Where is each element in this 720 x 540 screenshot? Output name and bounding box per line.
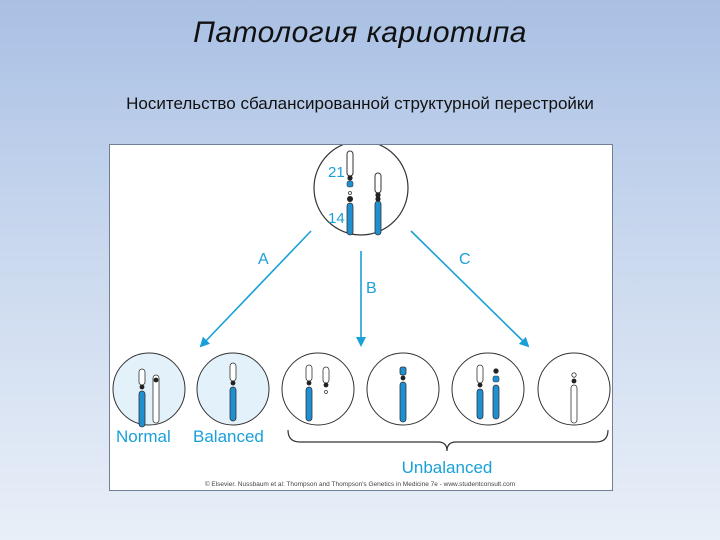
slide-subtitle: Носительство сбалансированной структурно… [126,94,594,113]
figure-credit: © Elsevier. Nussbaum et al: Thompson and… [205,480,515,488]
gamete-balanced [196,352,270,426]
arrow-label-c: C [459,251,471,268]
arrow-c [410,230,530,348]
label-14: 14 [328,210,345,227]
gamete-unbalanced-1 [281,352,355,426]
arrow-label-b: B [366,280,377,297]
unbalanced-bracket [287,429,609,452]
outcome-unbalanced: Unbalanced [402,458,493,477]
arrow-a [199,230,312,348]
outcome-balanced: Balanced [193,427,264,446]
slide-title: Патология кариотипа [193,16,527,49]
gamete-unbalanced-2 [366,352,440,426]
label-21: 21 [328,164,345,181]
gamete-unbalanced-3 [451,352,525,426]
figure-frame: 21 14 A B C [109,144,613,491]
gamete-unbalanced-4 [537,352,611,426]
gamete-normal [112,352,186,428]
arrow-label-a: A [258,251,269,268]
translocation-diagram: 21 14 A B C [112,145,611,488]
outcome-normal: Normal [116,427,171,446]
carrier-circle [313,145,409,236]
